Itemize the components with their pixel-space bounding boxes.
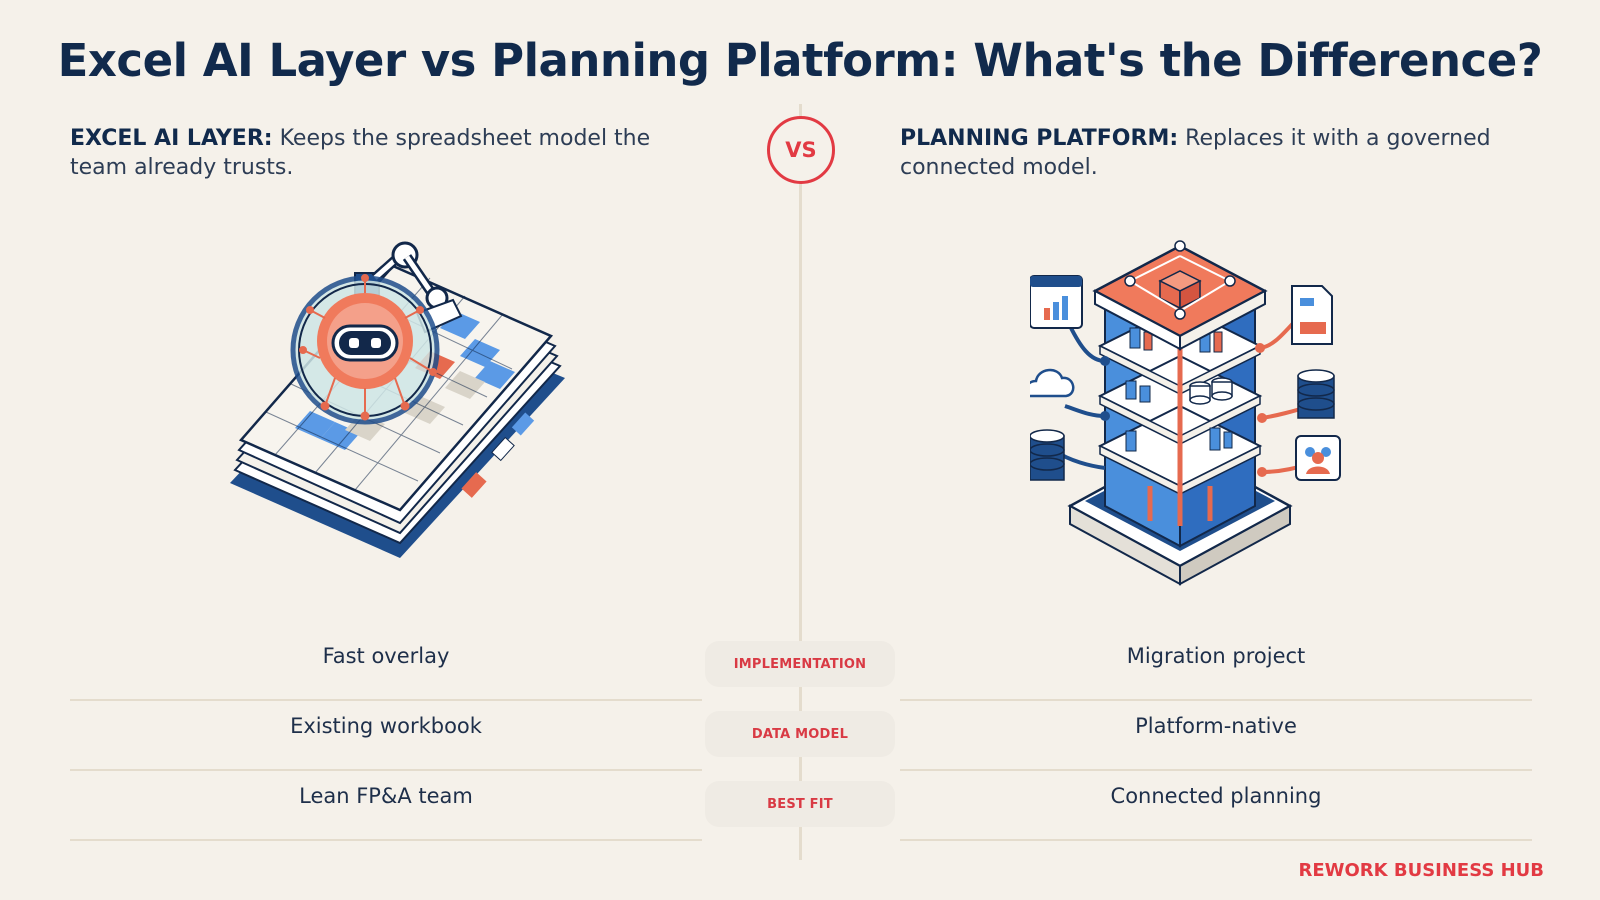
row-separator [70, 839, 702, 841]
row-separator [70, 699, 702, 701]
row-implementation-right: Migration project [1126, 644, 1306, 668]
brand-label: REWORK BUSINESS HUB [1298, 860, 1544, 881]
left-heading: EXCEL AI LAYER: [70, 126, 273, 151]
connected-platform-tower-icon [1030, 240, 1341, 586]
category-data-model: DATA MODEL [705, 711, 895, 757]
row-best-fit-right: Connected planning [1110, 784, 1322, 808]
row-data-model-left: Existing workbook [290, 714, 482, 738]
spreadsheet-ai-magnifier-icon [230, 241, 565, 558]
vs-badge: VS [767, 116, 835, 184]
category-implementation: IMPLEMENTATION [705, 641, 895, 687]
row-best-fit-left: Lean FP&A team [299, 784, 473, 808]
row-separator [900, 839, 1532, 841]
page-title: Excel AI Layer vs Planning Platform: Wha… [57, 34, 1543, 87]
left-description-text: Keeps the spreadsheet model the team alr… [70, 126, 651, 180]
row-separator [900, 769, 1532, 771]
right-description-text: Replaces it with a governed connected mo… [900, 126, 1491, 180]
right-heading: PLANNING PLATFORM: [900, 126, 1179, 151]
left-description: EXCEL AI LAYER: Keeps the spreadsheet mo… [70, 124, 710, 182]
row-separator [900, 699, 1532, 701]
row-data-model-right: Platform-native [1135, 714, 1297, 738]
right-description: PLANNING PLATFORM: Replaces it with a go… [900, 124, 1540, 182]
category-best-fit: BEST FIT [705, 781, 895, 827]
row-separator [70, 769, 702, 771]
row-implementation-left: Fast overlay [322, 644, 450, 668]
center-divider [799, 104, 802, 860]
